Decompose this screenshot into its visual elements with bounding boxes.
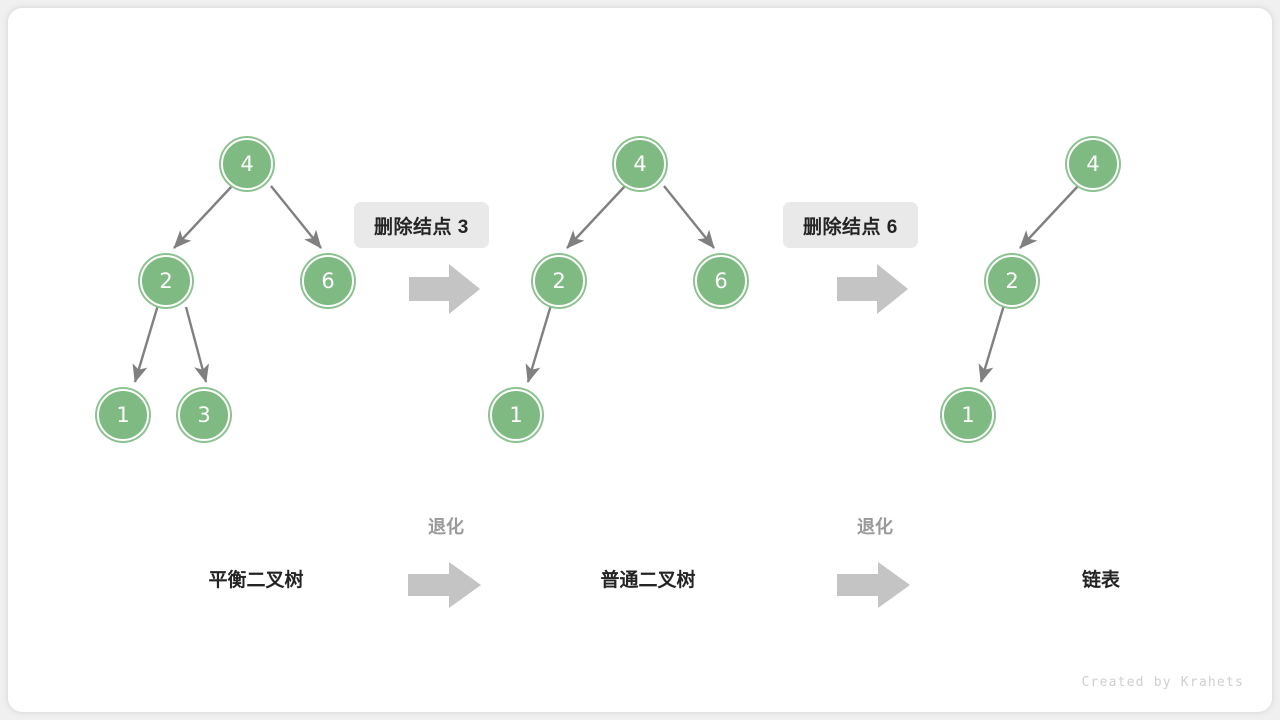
summary-arrow-2 [837, 560, 911, 615]
tree-node[interactable]: 1 [97, 389, 149, 441]
edge-4-2 [1019, 185, 1079, 249]
summary-arrow-1 [408, 560, 482, 615]
tree-node[interactable]: 2 [533, 255, 585, 307]
diagram-canvas: 4 2 6 1 3 删除结点 3 4 2 6 1 删除结点 6 4 2 1 退化… [8, 8, 1272, 712]
edge-4-2 [566, 185, 626, 249]
tree-node[interactable]: 2 [986, 255, 1038, 307]
stage-caption-ordinary-bst: 普通二叉树 [600, 570, 696, 591]
edge-4-6 [270, 185, 322, 249]
tree-node[interactable]: 6 [695, 255, 747, 307]
edge-2-1 [132, 304, 160, 383]
tree-node[interactable]: 3 [178, 389, 230, 441]
substep-label-degrade-1: 退化 [428, 517, 464, 537]
edge-2-1 [525, 304, 553, 383]
tree-edges-layer [132, 185, 1079, 383]
tree-node[interactable]: 4 [221, 138, 273, 190]
transition-arrow-top-2 [837, 262, 909, 321]
edge-2-3 [184, 306, 209, 383]
edge-4-6 [663, 185, 715, 249]
tree-node[interactable]: 4 [1067, 138, 1119, 190]
tree-node[interactable]: 6 [302, 255, 354, 307]
tree-node[interactable]: 1 [942, 389, 994, 441]
edge-2-1 [978, 304, 1006, 383]
tree-node[interactable]: 1 [490, 389, 542, 441]
edge-4-2 [173, 185, 233, 249]
tree-node[interactable]: 4 [614, 138, 666, 190]
transition-badge-remove-6: 删除结点 6 [783, 202, 918, 248]
stage-caption-linked-list: 链表 [1081, 570, 1120, 591]
substep-label-degrade-2: 退化 [857, 517, 893, 537]
stage-caption-balanced-bst: 平衡二叉树 [208, 570, 304, 591]
watermark-credit: Created by Krahets [1081, 675, 1244, 690]
transition-badge-remove-3: 删除结点 3 [354, 202, 489, 248]
transition-arrow-top-1 [409, 262, 481, 321]
tree-node[interactable]: 2 [140, 255, 192, 307]
